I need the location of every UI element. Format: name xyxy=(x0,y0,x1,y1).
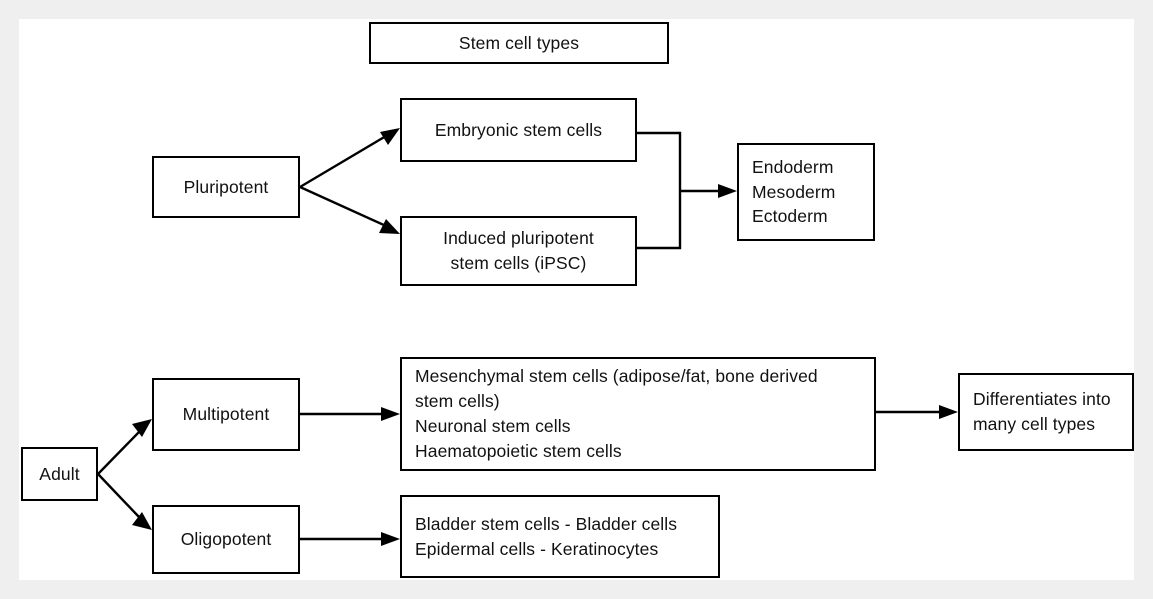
node-multipotent-cell-list-label: Mesenchymal stem cells (adipose/fat, bon… xyxy=(415,366,818,461)
node-oligopotent-cell-list: Bladder stem cells - Bladder cells Epide… xyxy=(400,495,720,578)
node-oligopotent: Oligopotent xyxy=(152,505,300,574)
node-pluripotent: Pluripotent xyxy=(152,156,300,218)
node-differentiates-label: Differentiates into many cell types xyxy=(973,389,1111,434)
node-oligopotent-label: Oligopotent xyxy=(180,529,272,550)
node-induced-pluripotent-stem-cells: Induced pluripotent stem cells (iPSC) xyxy=(400,216,637,286)
node-induced-pluripotent-stem-cells-label: Induced pluripotent stem cells (iPSC) xyxy=(443,228,594,273)
node-differentiates-into-many-cell-types: Differentiates into many cell types xyxy=(958,373,1134,451)
node-adult-label: Adult xyxy=(39,463,80,484)
node-germ-layers-label: Endoderm Mesoderm Ectoderm xyxy=(752,156,836,227)
node-stem-cell-types-title: Stem cell types xyxy=(369,22,669,64)
node-multipotent-cell-list: Mesenchymal stem cells (adipose/fat, bon… xyxy=(400,357,876,471)
node-pluripotent-label: Pluripotent xyxy=(183,176,269,197)
node-multipotent-label: Multipotent xyxy=(182,404,270,425)
node-title-label: Stem cell types xyxy=(458,32,580,53)
node-oligopotent-cell-list-label: Bladder stem cells - Bladder cells Epide… xyxy=(415,513,678,559)
node-multipotent: Multipotent xyxy=(152,378,300,451)
node-embryonic-stem-cells-label: Embryonic stem cells xyxy=(434,119,603,140)
node-germ-layers: Endoderm Mesoderm Ectoderm xyxy=(737,143,875,241)
node-adult: Adult xyxy=(21,447,98,501)
node-embryonic-stem-cells: Embryonic stem cells xyxy=(400,98,637,162)
